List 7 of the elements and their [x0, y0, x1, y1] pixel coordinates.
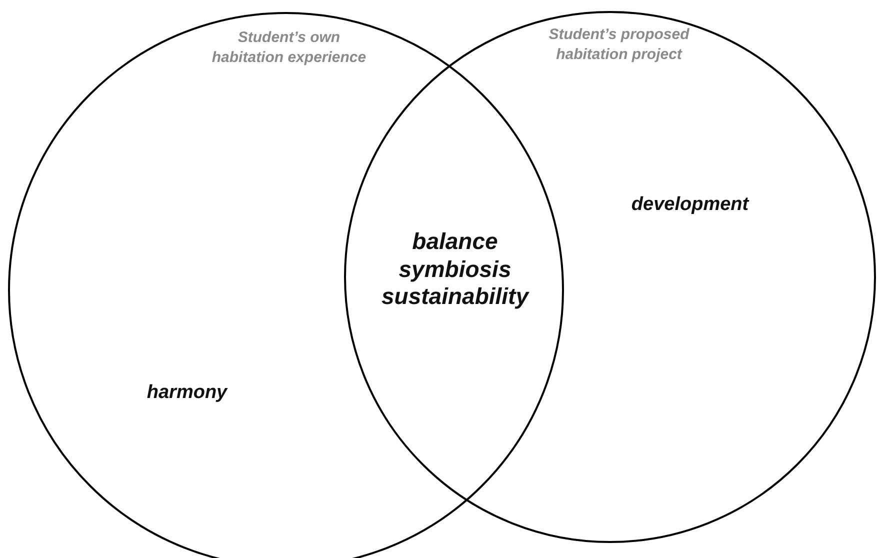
- overlap-label: symbiosis: [398, 256, 512, 284]
- overlap-label: balance: [412, 228, 498, 256]
- overlap-label: sustainability: [382, 283, 528, 311]
- circle-heading: Student’s proposed habitation project: [548, 25, 690, 64]
- circle-heading: Student’s own habitation experience: [210, 28, 368, 67]
- circle-label: development: [631, 194, 749, 216]
- circle-label: harmony: [146, 382, 228, 404]
